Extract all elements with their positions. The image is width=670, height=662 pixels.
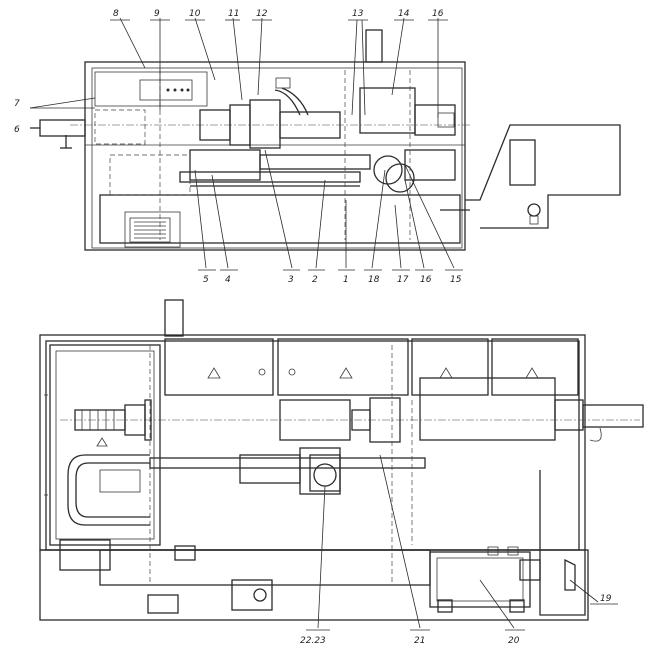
callout-15: 15: [450, 275, 462, 285]
callout-3: 3: [288, 275, 294, 285]
callout-17: 17: [397, 275, 409, 285]
left-door: [49, 344, 161, 546]
top-chute: [164, 299, 184, 337]
bottom-lathe-view: 22.23 21 20 19: [39, 299, 644, 646]
control-panel: [94, 71, 208, 107]
callout-11: 11: [228, 9, 239, 19]
callout-16-top: 16: [432, 9, 444, 19]
callout-8: 8: [113, 9, 119, 19]
callout-20: 20: [508, 636, 520, 646]
top-tower: [365, 29, 383, 63]
callout-1: 1: [343, 275, 349, 285]
callout-4: 4: [225, 275, 231, 285]
callout-9: 9: [154, 9, 160, 19]
callout-22-23: 22.23: [300, 636, 326, 646]
bed-base: [99, 194, 461, 244]
machine-body: [84, 61, 466, 251]
callout-5: 5: [203, 275, 209, 285]
callout-14: 14: [398, 9, 410, 19]
callout-18: 18: [368, 275, 380, 285]
callout-2: 2: [312, 275, 318, 285]
motor-unit: [429, 551, 531, 608]
top-lathe-view: 8 9 10 11 12 13 14 16 7 6 5 4 3 2 1 18 1…: [14, 9, 621, 285]
callout-16: 16: [420, 275, 432, 285]
callout-6: 6: [14, 125, 20, 135]
right-shaft: [582, 404, 644, 428]
callout-13: 13: [352, 9, 364, 19]
callout-19: 19: [600, 594, 612, 604]
cabinet-body: [39, 334, 586, 551]
callout-21: 21: [414, 636, 425, 646]
callout-12: 12: [256, 9, 268, 19]
callout-10: 10: [189, 9, 201, 19]
callout-7: 7: [14, 99, 20, 109]
